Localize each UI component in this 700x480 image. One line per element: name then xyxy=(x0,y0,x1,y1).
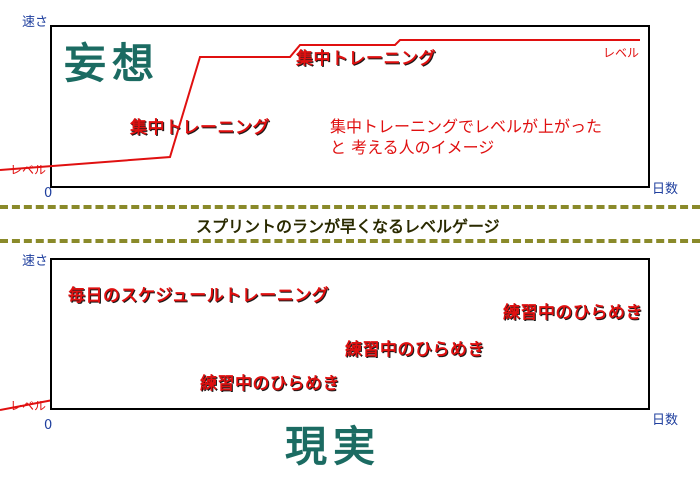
imagined-start-level-label: レベル xyxy=(10,163,47,177)
real-title: 現実 xyxy=(285,422,382,471)
real-insight-label-left: 練習中のひらめき xyxy=(200,374,340,394)
upper-divider xyxy=(0,205,700,209)
real-x-axis-label: 日数 xyxy=(652,413,679,428)
imagined-level-curve xyxy=(0,39,640,171)
imagined-note-line-2: と 考える人のイメージ xyxy=(330,138,495,157)
imagined-title: 妄想 xyxy=(64,39,161,88)
lower-divider xyxy=(0,239,700,243)
imagined-end-level-label: レベル xyxy=(603,46,640,60)
imagined-training-label-middle: 集中トレーニング xyxy=(130,118,270,138)
real-origin-label: 0 xyxy=(44,418,53,433)
real-y-axis-label: 速さ xyxy=(22,254,49,269)
imagined-x-axis-label: 日数 xyxy=(652,182,679,197)
imagined-note-line-1: 集中トレーニングでレベルが上がった xyxy=(330,117,603,136)
real-schedule-label: 毎日のスケジュールトレーニング xyxy=(68,286,330,306)
real-insight-label-middle: 練習中のひらめき xyxy=(345,340,485,360)
imagined-training-label-top: 集中トレーニング xyxy=(296,49,436,69)
imagined-y-axis-label: 速さ xyxy=(22,15,49,30)
imagined-chart-frame xyxy=(50,25,650,188)
imagined-origin-label: 0 xyxy=(44,186,53,201)
banner-title: スプリントのランが早くなるレベルゲージ xyxy=(196,217,500,236)
real-start-level-label: レベル xyxy=(10,399,47,413)
real-insight-label-right: 練習中のひらめき xyxy=(503,303,643,323)
real-chart-frame xyxy=(50,258,650,410)
